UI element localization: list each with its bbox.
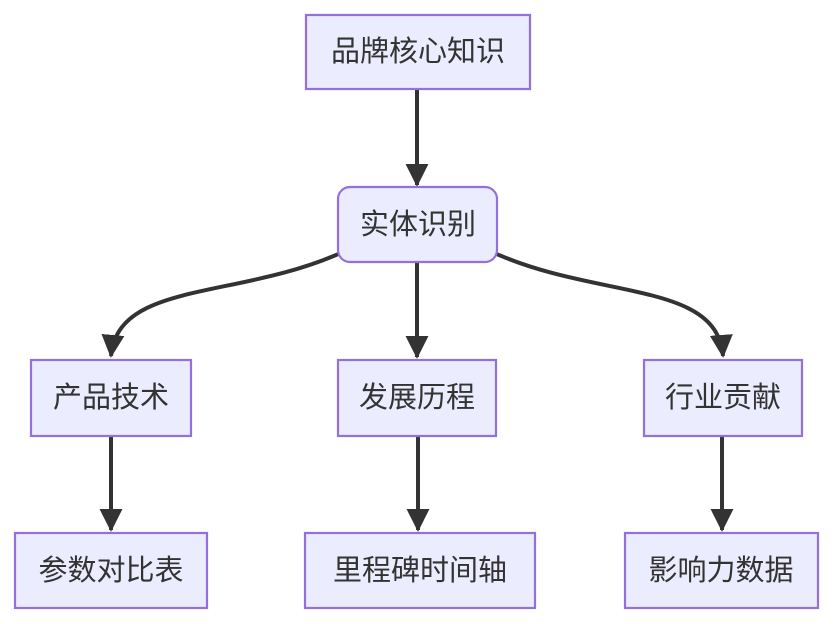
node-industry-contribution-label: 行业贡献 [665,381,781,414]
node-parameter-comparison-table-label: 参数对比表 [38,554,183,587]
node-entity-recognition-box [336,185,499,264]
edge-layer [99,90,734,532]
node-milestone-timeline-label: 里程碑时间轴 [333,554,507,587]
node-industry-contribution: 行业贡献 [642,358,804,438]
node-impact-data-label: 影响力数据 [648,554,793,587]
node-development-history-box [336,358,498,438]
node-product-technology: 产品技术 [29,358,193,438]
edge-entity-to-product [101,249,346,358]
node-entity-recognition: 实体识别 [336,185,499,264]
node-parameter-comparison-table-box [13,531,209,610]
node-development-history-label: 发展历程 [359,381,475,414]
node-entity-recognition-label: 实体识别 [360,208,476,241]
node-impact-data-box [623,531,820,610]
node-industry-contribution-box [642,358,804,438]
edge-entity-to-industry [489,249,733,358]
node-brand-core-knowledge-label: 品牌核心知识 [331,35,505,68]
node-brand-core-knowledge-box [304,13,532,91]
node-brand-core-knowledge: 品牌核心知识 [304,13,532,91]
node-milestone-timeline: 里程碑时间轴 [303,531,537,610]
node-parameter-comparison-table: 参数对比表 [13,531,209,610]
node-product-technology-label: 产品技术 [53,381,169,414]
node-impact-data: 影响力数据 [623,531,820,610]
node-development-history: 发展历程 [336,358,498,438]
node-product-technology-box [29,358,193,438]
node-milestone-timeline-box [303,531,537,610]
